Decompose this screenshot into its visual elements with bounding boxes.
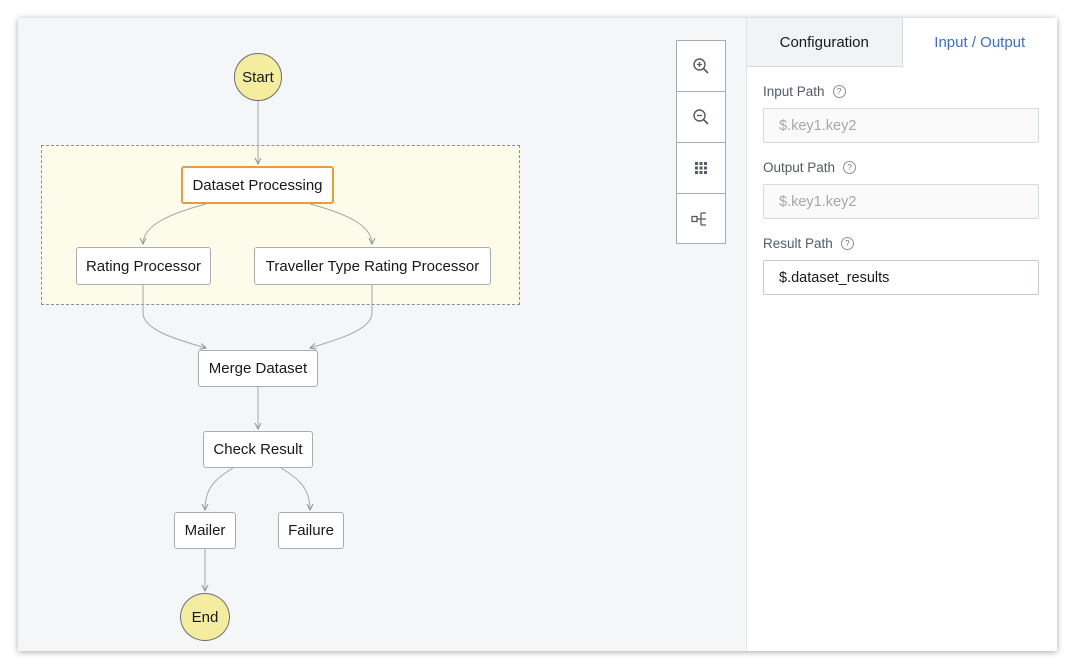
edge-dataset-to-rating (143, 203, 207, 244)
output-path-field-group: Output Path ? $.key1.key2 (763, 157, 1039, 219)
app-window: Start Dataset Processing Rating Processo… (18, 18, 1057, 651)
output-path-input[interactable]: $.key1.key2 (763, 184, 1039, 219)
result-path-input[interactable]: $.dataset_results (763, 260, 1039, 295)
state-merge-dataset[interactable]: Merge Dataset (198, 350, 318, 387)
input-path-input[interactable]: $.key1.key2 (763, 108, 1039, 143)
center-grid-button[interactable] (677, 143, 725, 194)
edge-check-to-mailer (205, 467, 234, 510)
state-inspector-panel: Configuration Input / Output Input Path … (746, 18, 1057, 651)
workflow-canvas[interactable]: Start Dataset Processing Rating Processo… (18, 18, 746, 651)
tab-configuration[interactable]: Configuration (747, 18, 903, 67)
state-failure[interactable]: Failure (278, 512, 344, 549)
panel-tabs: Configuration Input / Output (747, 18, 1057, 67)
state-traveller-type-rating-processor[interactable]: Traveller Type Rating Processor (254, 247, 491, 285)
grid-icon (695, 162, 707, 174)
edge-rating-to-merge (142, 285, 206, 348)
state-rating-processor[interactable]: Rating Processor (76, 247, 211, 285)
layout-flow-button[interactable] (677, 194, 725, 244)
result-path-label-text: Result Path (763, 235, 833, 251)
edge-traveller-to-merge (310, 285, 373, 348)
output-path-label-text: Output Path (763, 159, 836, 175)
help-icon[interactable]: ? (843, 160, 857, 174)
input-path-field-group: Input Path ? $.key1.key2 (763, 81, 1039, 143)
input-path-label-text: Input Path (763, 83, 825, 99)
result-path-label: Result Path ? (763, 233, 1039, 253)
graph-edges (18, 100, 746, 651)
zoom-in-button[interactable] (677, 41, 725, 92)
state-mailer[interactable]: Mailer (174, 512, 236, 549)
input-path-label: Input Path ? (763, 81, 1039, 101)
end-node[interactable]: End (180, 593, 230, 641)
help-icon[interactable]: ? (832, 84, 846, 98)
edge-dataset-to-traveller (309, 203, 372, 244)
help-icon[interactable]: ? (840, 236, 854, 250)
flow-layout-icon (691, 212, 706, 226)
zoom-controls (676, 40, 726, 244)
zoom-in-icon (693, 58, 709, 74)
zoom-out-icon (693, 109, 709, 125)
output-path-label: Output Path ? (763, 157, 1039, 177)
state-dataset-processing[interactable]: Dataset Processing (181, 166, 334, 204)
edge-check-to-failure (280, 467, 310, 510)
zoom-out-button[interactable] (677, 92, 725, 143)
state-check-result[interactable]: Check Result (203, 431, 313, 468)
start-node[interactable]: Start (234, 53, 282, 101)
result-path-field-group: Result Path ? $.dataset_results (763, 233, 1039, 295)
tab-input-output[interactable]: Input / Output (902, 18, 1057, 67)
